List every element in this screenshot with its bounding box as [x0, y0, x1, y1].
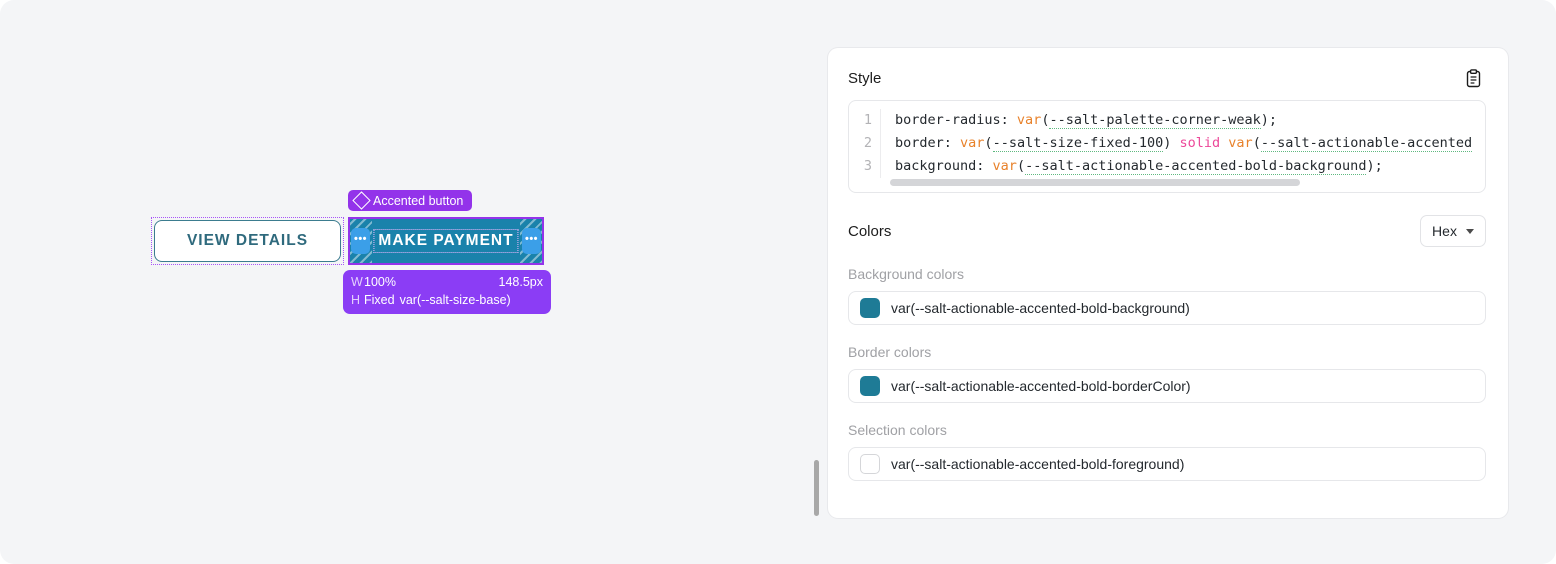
selection-color-field[interactable]: var(--salt-actionable-accented-bold-fore…	[848, 447, 1486, 481]
background-color-value: var(--salt-actionable-accented-bold-back…	[891, 300, 1190, 316]
padding-handle-right-dots: •••	[524, 232, 539, 245]
border-colors-group: Border colors var(--salt-actionable-acce…	[848, 344, 1486, 403]
code-line-number: 2	[863, 135, 872, 151]
code-line-number: 1	[863, 112, 872, 128]
code-horizontal-scrollbar[interactable]	[890, 179, 1475, 186]
design-preview-area: Accented button VIEW DETAILS MAKE PAYMEN…	[151, 190, 551, 314]
make-payment-button-label: MAKE PAYMENT	[373, 229, 519, 253]
colors-section-header: Colors Hex	[848, 215, 1486, 247]
padding-handle-left-dots: •••	[353, 232, 368, 245]
chevron-down-icon	[1465, 228, 1474, 234]
code-line: border-radius: var(--salt-palette-corner…	[895, 112, 1278, 129]
height-key: H	[351, 293, 361, 307]
page-title: Style	[848, 69, 882, 87]
background-colors-group: Background colors var(--salt-actionable-…	[848, 266, 1486, 325]
panel-scrollbar-thumb[interactable]	[814, 460, 819, 516]
border-colors-label: Border colors	[848, 344, 932, 360]
style-panel-header: Style	[848, 66, 1486, 90]
height-token-value: var(--salt-size-base)	[399, 293, 511, 307]
selection-colors-group: Selection colors var(--salt-actionable-a…	[848, 422, 1486, 481]
color-swatch[interactable]	[860, 376, 880, 396]
code-line: background: var(--salt-actionable-accent…	[895, 158, 1383, 175]
width-key: W	[351, 275, 363, 289]
code-line: border: var(--salt-size-fixed-100) solid…	[895, 135, 1473, 152]
diamond-icon	[352, 191, 371, 210]
padding-handle-right[interactable]: •••	[522, 228, 541, 254]
color-format-select[interactable]: Hex	[1420, 215, 1486, 247]
border-color-field[interactable]: var(--salt-actionable-accented-bold-bord…	[848, 369, 1486, 403]
colors-title: Colors	[848, 222, 892, 240]
selection-tag-accented-button[interactable]: Accented button	[348, 190, 473, 211]
code-lines: border-radius: var(--salt-palette-corner…	[881, 109, 1485, 178]
border-color-value: var(--salt-actionable-accented-bold-bord…	[891, 378, 1191, 394]
padding-handle-left[interactable]: •••	[351, 228, 370, 254]
code-line-numbers: 1 2 3	[849, 109, 881, 178]
background-colors-label: Background colors	[848, 266, 964, 282]
make-payment-selection-frame: MAKE PAYMENT ••• •••	[348, 217, 544, 265]
view-details-button[interactable]: VIEW DETAILS	[154, 220, 341, 262]
size-measurement-box[interactable]: W 100% 148.5px H Fixed var(--salt-size-b…	[343, 270, 551, 314]
background-color-field[interactable]: var(--salt-actionable-accented-bold-back…	[848, 291, 1486, 325]
width-computed-value: 148.5px	[498, 275, 543, 289]
style-panel: Style 1 2 3	[828, 48, 1508, 518]
make-payment-button[interactable]: MAKE PAYMENT ••• •••	[350, 219, 542, 263]
selection-color-value: var(--salt-actionable-accented-bold-fore…	[891, 456, 1185, 472]
code-line-number: 3	[863, 158, 872, 174]
view-details-button-outline: VIEW DETAILS	[151, 217, 344, 265]
selection-colors-label: Selection colors	[848, 422, 947, 438]
copy-style-button[interactable]	[1460, 65, 1486, 91]
width-measurement-row: W 100% 148.5px	[351, 273, 543, 291]
selection-tag-label: Accented button	[373, 193, 464, 208]
height-measurement-row: H Fixed var(--salt-size-base)	[351, 291, 543, 309]
code-horizontal-scrollbar-thumb[interactable]	[890, 179, 1300, 186]
color-swatch[interactable]	[860, 298, 880, 318]
color-swatch[interactable]	[860, 454, 880, 474]
clipboard-icon	[1466, 68, 1480, 87]
width-mode: 100%	[364, 275, 396, 289]
height-mode: Fixed	[364, 293, 395, 307]
style-code-block[interactable]: 1 2 3 border-radius: var(--salt-palette-…	[848, 100, 1486, 193]
color-format-value: Hex	[1432, 223, 1457, 239]
